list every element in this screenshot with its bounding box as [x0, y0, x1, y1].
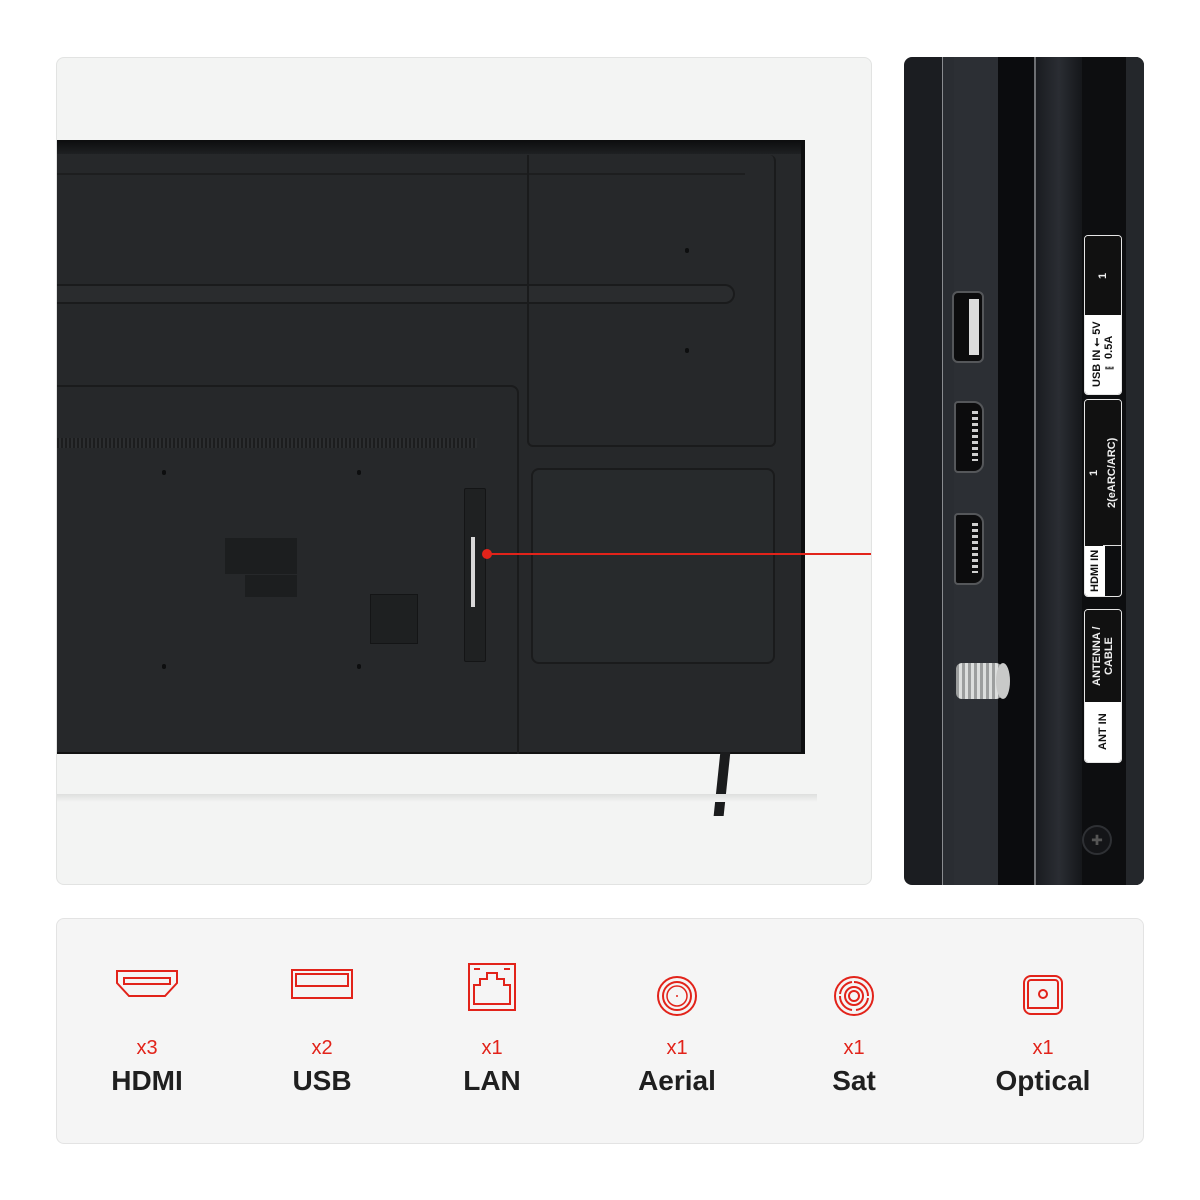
port-name: LAN	[463, 1065, 521, 1096]
antenna-cable-text: ANTENNA / CABLE	[1085, 610, 1121, 702]
side-connections-zoom-panel: ✚ USB IN ⭠ 5V ⎓ 0.5A 1 HDMI IN 1 2(eARC/…	[904, 57, 1144, 885]
tv-top-edge	[57, 140, 801, 154]
lan-icon	[468, 963, 516, 1011]
sat-icon	[834, 976, 874, 1016]
floor-shadow	[57, 794, 817, 802]
tv-groove	[57, 284, 735, 304]
tv-lower-body	[57, 385, 519, 754]
side-io-panel	[464, 488, 486, 662]
tv-right-column	[527, 155, 776, 447]
port-name: Sat	[832, 1065, 876, 1096]
usb-port	[952, 291, 984, 363]
screw	[685, 248, 689, 253]
label-area	[225, 538, 297, 574]
screw	[685, 348, 689, 353]
port-count: x1	[481, 1037, 503, 1059]
tv-stand-leg	[713, 752, 731, 816]
rear-io-plate	[370, 594, 418, 644]
tv-right-box	[531, 468, 775, 664]
vesa-screw	[357, 470, 361, 475]
ant-in-text: ANT IN	[1085, 702, 1121, 762]
hdmi-label-text: HDMI IN	[1085, 545, 1105, 596]
hdmi-in-label: HDMI IN 1 2(eARC/ARC)	[1084, 399, 1122, 597]
aerial-icon	[657, 976, 697, 1016]
bezel-strip	[942, 57, 955, 885]
port-count: x1	[843, 1037, 865, 1059]
coax-antenna-connector	[956, 663, 1002, 699]
port-count: x1	[666, 1037, 688, 1059]
port-count: x3	[136, 1037, 158, 1059]
usb-label-text: USB IN ⭠ 5V ⎓ 0.5A	[1085, 315, 1121, 394]
panel-edge	[1126, 57, 1144, 885]
hdmi-port-2	[954, 513, 984, 585]
coax-tip	[996, 663, 1010, 699]
callout-line	[487, 553, 871, 555]
port-name: Aerial	[638, 1065, 716, 1096]
label-area	[245, 575, 297, 597]
port-name: HDMI	[111, 1065, 183, 1096]
tv-vent	[57, 438, 477, 448]
port-count: x1	[1032, 1037, 1054, 1059]
hdmi-label-2: 2(eARC/ARC)	[1103, 400, 1121, 546]
ports-summary-panel: x3 HDMI x2 USB x1 LAN	[56, 918, 1144, 1144]
port-name: USB	[292, 1065, 352, 1096]
antenna-label: ANT IN ANTENNA / CABLE	[1084, 609, 1122, 763]
screw-icon: ✚	[1082, 825, 1112, 855]
ports-row: x3 HDMI x2 USB x1 LAN	[57, 919, 1143, 1143]
hdmi-label-1: 1	[1085, 400, 1103, 546]
optical-icon	[1023, 975, 1063, 1015]
vesa-screw	[162, 470, 166, 475]
usb-icon	[291, 969, 353, 999]
vesa-screw	[357, 664, 361, 669]
port-count: x2	[311, 1037, 333, 1059]
glossy-channel	[1036, 57, 1082, 885]
usb-label-number: 1	[1085, 236, 1121, 315]
tv-rear-view-panel	[56, 57, 872, 885]
vesa-screw	[162, 664, 166, 669]
usb-in-label: USB IN ⭠ 5V ⎓ 0.5A 1	[1084, 235, 1122, 395]
hdmi-port-1	[954, 401, 984, 473]
port-name: Optical	[995, 1065, 1091, 1096]
dark-channel	[998, 57, 1034, 885]
tv-upper-panel-line	[57, 173, 745, 175]
highlight-line	[1034, 57, 1036, 885]
hdmi-icon	[116, 970, 178, 997]
